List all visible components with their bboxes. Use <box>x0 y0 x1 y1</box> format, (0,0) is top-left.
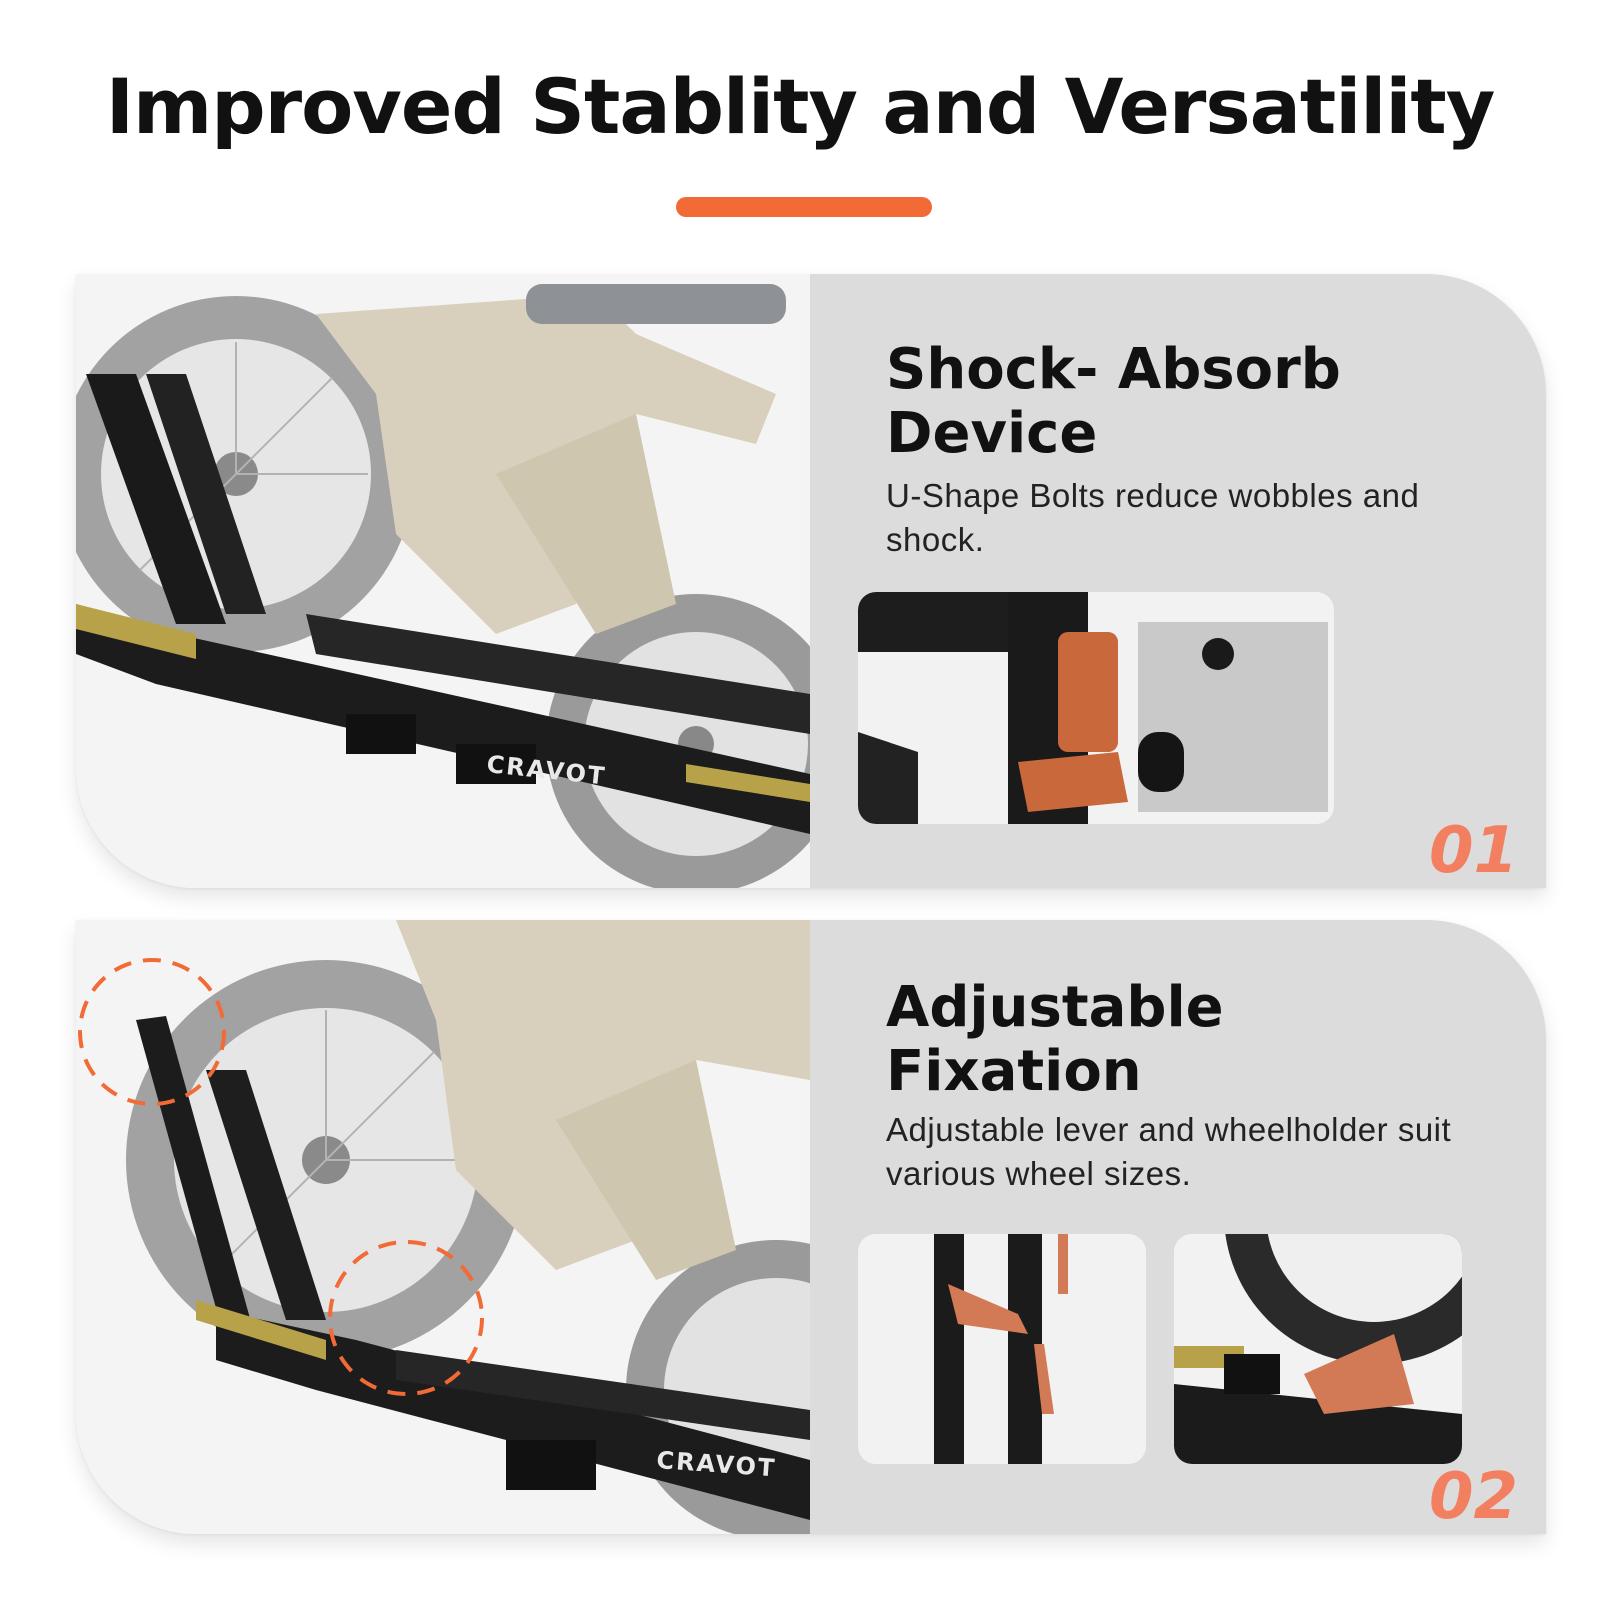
wheelholder-detail-photo <box>1174 1234 1462 1464</box>
feature-info-panel: Shock- Absorb Device U-Shape Bolts reduc… <box>810 274 1546 888</box>
page-headline: Improved Stablity and Versatility <box>105 62 1496 151</box>
bike-rack-photo: CRAVOT <box>76 920 810 1534</box>
feature-title-line: Shock- Absorb <box>886 337 1341 402</box>
feature-number: 02 <box>1428 1460 1518 1534</box>
bike-rack-photo: CRAVOT <box>76 274 810 888</box>
feature-title-line: Device <box>886 401 1098 466</box>
feature-number: 01 <box>1428 814 1518 888</box>
rack-platform: CRAVOT <box>196 1300 810 1520</box>
feature-description: Adjustable lever and wheelholder suit va… <box>886 1111 1452 1192</box>
feature-title: Adjustable Fixation <box>886 976 1526 1104</box>
rack-platform: CRAVOT <box>76 604 810 834</box>
feature-title: Shock- Absorb Device <box>886 338 1526 466</box>
highlight-circle-wheelholder <box>328 1240 484 1396</box>
feature-card-shock-absorb: CRAVOT Shock- Absorb Device U-Shape Bolt… <box>76 274 1546 888</box>
lever-detail-photo <box>858 1234 1146 1464</box>
feature-description: U-Shape Bolts reduce wobbles and shock. <box>886 477 1420 558</box>
headline-accent-bar <box>676 197 932 217</box>
bike-frame <box>396 920 810 1280</box>
u-bolt-detail-photo <box>858 592 1334 824</box>
feature-info-panel: Adjustable Fixation Adjustable lever and… <box>810 920 1546 1534</box>
feature-title-line: Adjustable <box>886 975 1224 1040</box>
highlight-circle-lever <box>78 958 226 1106</box>
feature-title-line: Fixation <box>886 1039 1142 1104</box>
bike-frame <box>316 284 786 634</box>
feature-card-adjustable-fixation: CRAVOT Adjustable Fixation Adjustable le… <box>76 920 1546 1534</box>
